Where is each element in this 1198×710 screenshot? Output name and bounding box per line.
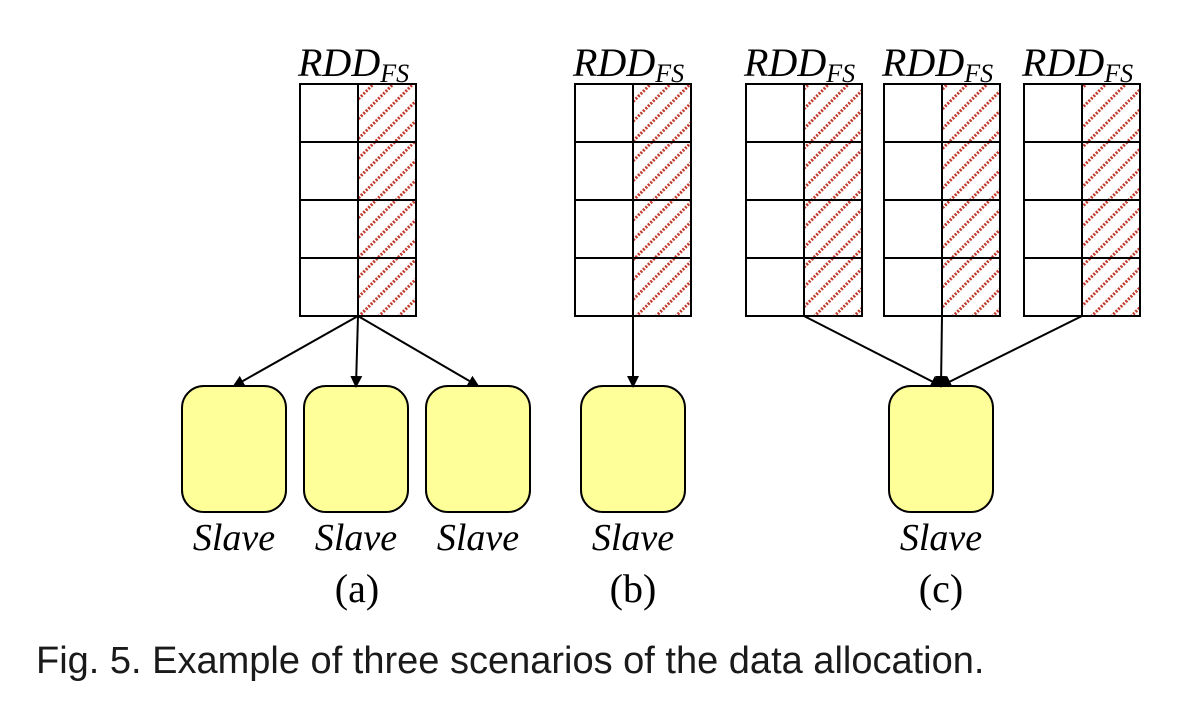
rdd-cell-plain (1023, 141, 1083, 201)
rdd-fs-partition-0-0: RDDFS (297, 40, 417, 317)
panel-label-1: (b) (610, 566, 657, 611)
rdd-cell-hatched (632, 83, 692, 143)
slave-node-1-0: Slave (580, 385, 686, 559)
rdd-label: RDDFS (1021, 40, 1133, 88)
slave-box (580, 385, 686, 513)
rdd-cell-plain (745, 83, 805, 143)
rdd-fs-partition-1-0: RDDFS (572, 40, 692, 317)
rdd-cell-plain (883, 141, 943, 201)
rdd-cell-hatched (1081, 141, 1141, 201)
slave-box (181, 385, 287, 513)
rdd-label-main: RDD (881, 40, 964, 85)
rdd-cell-plain (1023, 199, 1083, 259)
slave-label: Slave (900, 517, 982, 559)
rdd-fs-partition-2-2: RDDFS (1021, 40, 1141, 317)
rdd-label: RDDFS (297, 40, 409, 88)
rdd-cell-hatched (941, 199, 1001, 259)
rdd-cell-plain (883, 199, 943, 259)
rdd-label-main: RDD (743, 40, 826, 85)
rdd-fs-partition-2-1: RDDFS (881, 40, 1001, 317)
rdd-cell-plain (299, 257, 359, 317)
rdd-fs-partition-2-0: RDDFS (743, 40, 863, 317)
slave-box (888, 385, 994, 513)
rdd-cell-plain (574, 141, 634, 201)
rdd-cell-hatched (1081, 199, 1141, 259)
slave-label: Slave (193, 517, 275, 559)
rdd-cell-plain (883, 257, 943, 317)
rdd-cell-plain (883, 83, 943, 143)
rdd-cell-plain (745, 141, 805, 201)
slave-box (425, 385, 531, 513)
allocation-arrow (935, 315, 948, 388)
rdd-cell-hatched (357, 141, 417, 201)
figure-caption: Fig. 5. Example of three scenarios of th… (36, 640, 985, 682)
rdd-cell-hatched (803, 257, 863, 317)
rdd-cell-hatched (357, 257, 417, 317)
rdd-cell-plain (745, 199, 805, 259)
rdd-cell-hatched (941, 257, 1001, 317)
allocation-arrow (939, 315, 1083, 387)
rdd-cell-plain (299, 83, 359, 143)
rdd-cell-plain (1023, 257, 1083, 317)
rdd-cell-plain (1023, 83, 1083, 143)
rdd-cell-hatched (1081, 257, 1141, 317)
allocation-arrow (350, 315, 363, 388)
rdd-label-main: RDD (572, 40, 655, 85)
rdd-cell-plain (574, 199, 634, 259)
rdd-label-main: RDD (1021, 40, 1104, 85)
rdd-cell-hatched (632, 257, 692, 317)
slave-node-0-1: Slave (303, 385, 409, 559)
slave-label: Slave (315, 517, 397, 559)
rdd-label: RDDFS (881, 40, 993, 88)
rdd-cell-hatched (632, 199, 692, 259)
slave-node-0-0: Slave (181, 385, 287, 559)
rdd-cell-plain (745, 257, 805, 317)
allocation-arrow (232, 315, 359, 387)
rdd-cell-plain (299, 141, 359, 201)
rdd-label: RDDFS (743, 40, 855, 88)
rdd-cell-hatched (357, 199, 417, 259)
rdd-label-main: RDD (297, 40, 380, 85)
rdd-cell-hatched (1081, 83, 1141, 143)
rdd-cell-hatched (632, 141, 692, 201)
rdd-cell-plain (574, 83, 634, 143)
panel-label-2: (c) (919, 566, 963, 611)
rdd-cell-hatched (941, 141, 1001, 201)
rdd-cell-hatched (803, 141, 863, 201)
rdd-cell-hatched (803, 83, 863, 143)
slave-node-0-2: Slave (425, 385, 531, 559)
allocation-arrow (357, 315, 480, 388)
rdd-cell-hatched (941, 83, 1001, 143)
rdd-label: RDDFS (572, 40, 684, 88)
slave-label: Slave (437, 517, 519, 559)
rdd-cell-plain (299, 199, 359, 259)
panel-label-0: (a) (335, 566, 379, 611)
rdd-cell-hatched (357, 83, 417, 143)
slave-box (303, 385, 409, 513)
rdd-cell-hatched (803, 199, 863, 259)
rdd-cell-plain (574, 257, 634, 317)
allocation-arrow (803, 315, 943, 387)
slave-label: Slave (592, 517, 674, 559)
slave-node-2-0: Slave (888, 385, 994, 559)
